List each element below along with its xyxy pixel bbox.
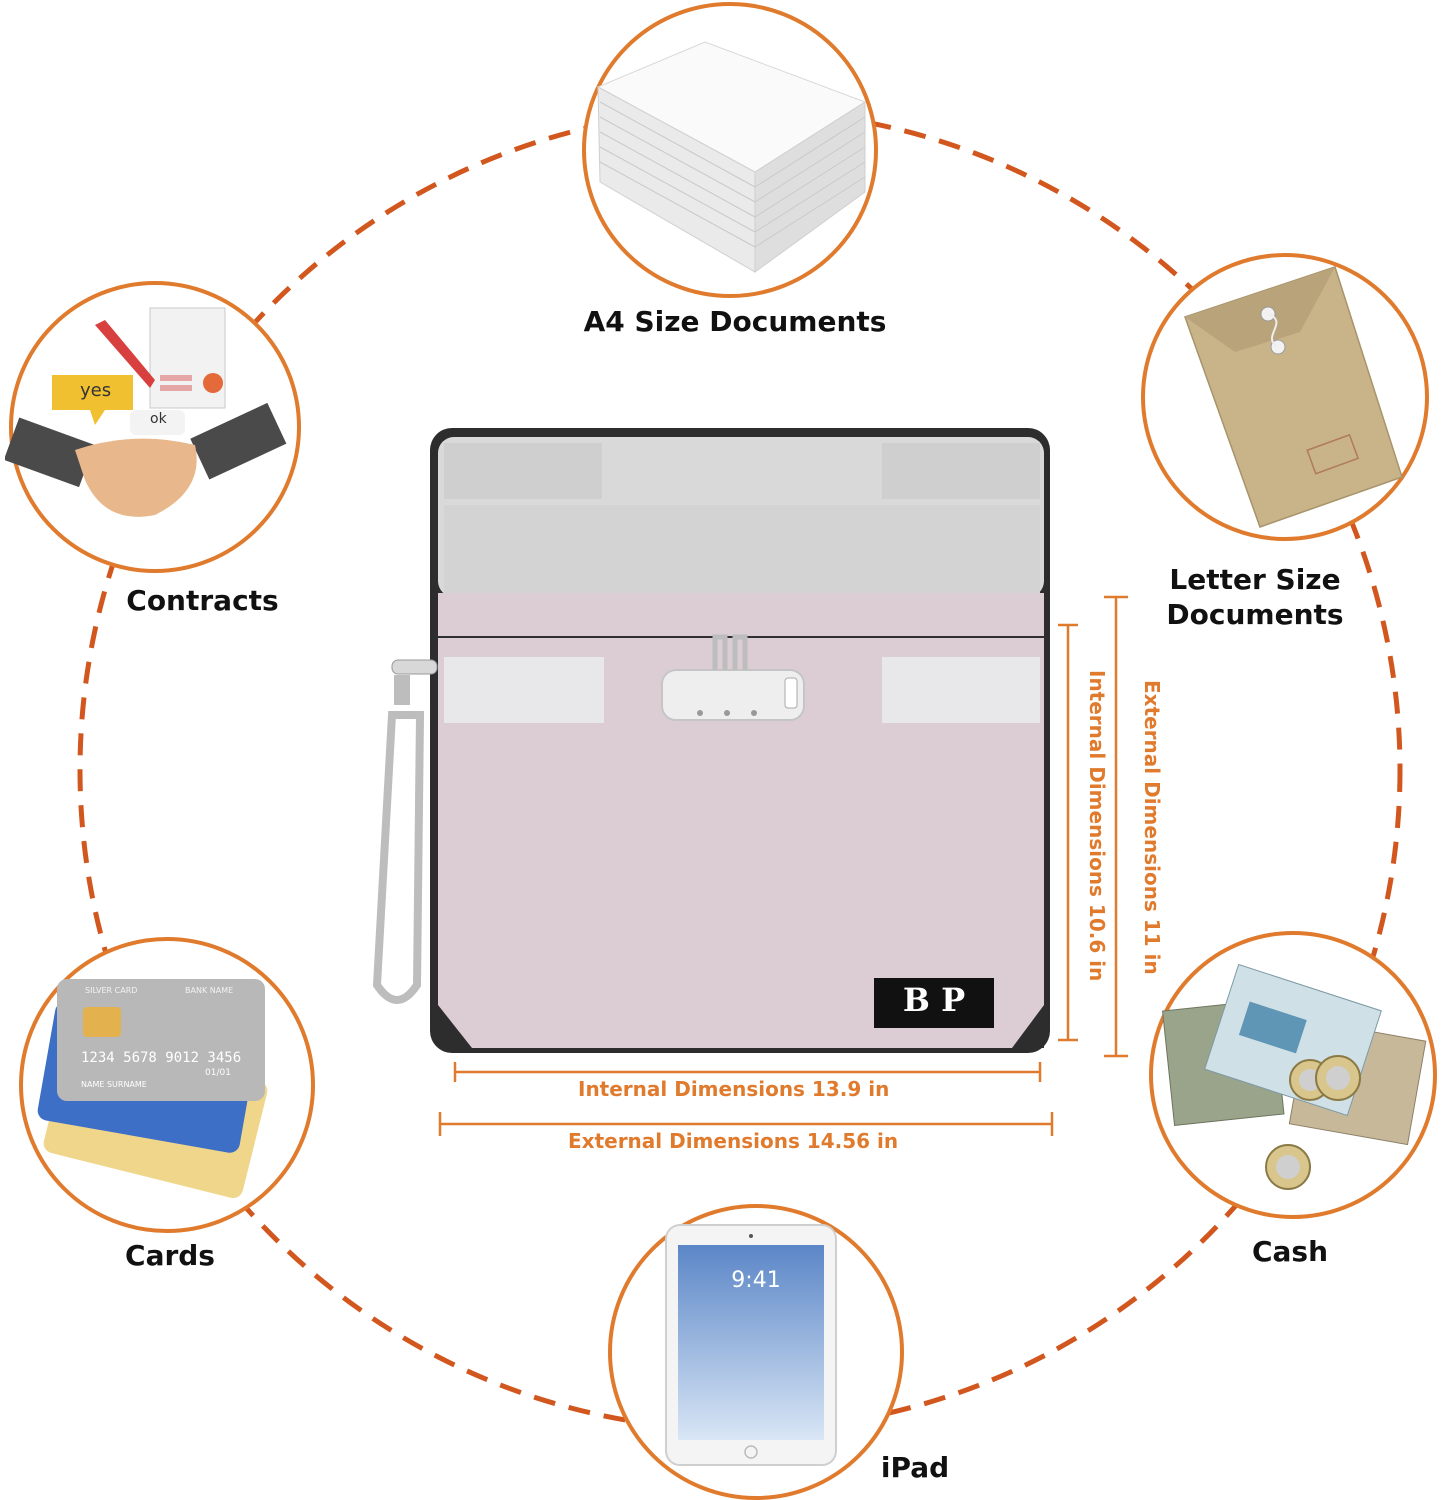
cards-label: Cards xyxy=(125,1239,215,1272)
document-bag-illustration xyxy=(372,428,1050,1053)
cash-item xyxy=(1148,930,1438,1220)
envelope-icon xyxy=(1141,253,1429,541)
external-width-label: External Dimensions 14.56 in xyxy=(568,1129,899,1153)
letter-label-line2: Documents xyxy=(1166,598,1344,631)
a4-label: A4 Size Documents xyxy=(583,305,887,338)
credit-cards-icon xyxy=(19,937,315,1233)
bubble-yes-text: yes xyxy=(80,380,112,401)
card-label-silver: SILVER CARD xyxy=(85,986,138,995)
bubble-ok-text: ok xyxy=(150,411,167,427)
cards-item: SILVER CARD BANK NAME 1234 5678 9012 345… xyxy=(15,937,319,1233)
card-number: 1234 5678 9012 3456 xyxy=(81,1050,242,1066)
external-height-label: External Dimensions 11 in xyxy=(1140,680,1164,975)
internal-height-label: Internal Dimensions 10.6 in xyxy=(1085,670,1109,982)
ipad-screen-time: 9:41 xyxy=(731,1268,781,1293)
card-label-bank: BANK NAME xyxy=(185,986,234,995)
letter-item xyxy=(1140,252,1430,542)
cash-label: Cash xyxy=(1251,1235,1329,1268)
handshake-contract-icon xyxy=(5,281,301,573)
bag-logo-text: B P xyxy=(902,981,966,1019)
a4-item xyxy=(580,2,880,302)
contracts-item: yes ok xyxy=(5,280,305,574)
card-expiry: 01/01 xyxy=(205,1068,231,1078)
ipad-icon xyxy=(608,1204,904,1500)
ipad-item: 9:41 xyxy=(604,1200,908,1500)
letter-label: Letter Size Documents xyxy=(1130,562,1380,632)
ipad-label: iPad xyxy=(880,1451,950,1484)
document-bag: B P xyxy=(372,425,1072,1065)
paper-stack-icon xyxy=(582,2,878,298)
letter-label-line1: Letter Size xyxy=(1169,563,1341,596)
internal-width-label: Internal Dimensions 13.9 in xyxy=(578,1077,890,1101)
cash-coins-icon xyxy=(1149,931,1437,1219)
contracts-label: Contracts xyxy=(126,584,279,617)
card-name: NAME SURNAME xyxy=(81,1080,147,1089)
